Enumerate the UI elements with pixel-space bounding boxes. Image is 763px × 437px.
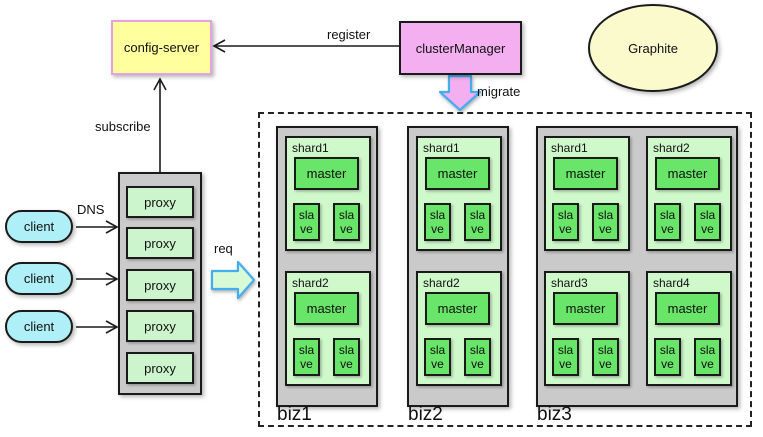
- cluster-region-dashed-border: [258, 112, 752, 427]
- shard-box: shard2 master sla ve sla ve: [646, 136, 732, 251]
- migrate-label: migrate: [477, 84, 521, 99]
- master-node: master: [553, 292, 618, 325]
- shard-title: shard2: [653, 141, 690, 155]
- dns-label: DNS: [77, 202, 105, 217]
- biz3-label: biz3: [537, 404, 572, 425]
- slave-node: sla ve: [654, 203, 681, 241]
- shard-title: shard3: [551, 276, 588, 290]
- client-node: client: [5, 262, 73, 295]
- register-label: register: [327, 27, 371, 42]
- master-node: master: [655, 292, 720, 325]
- req-label: req: [214, 241, 233, 256]
- slave-node: sla ve: [424, 338, 451, 376]
- client3-arrow: [76, 320, 119, 334]
- slave-node: sla ve: [293, 203, 320, 241]
- slave-node: sla ve: [552, 338, 579, 376]
- biz1-label: biz1: [277, 404, 312, 425]
- master-node: master: [425, 292, 490, 325]
- slave-node: sla ve: [694, 203, 721, 241]
- proxy-node: proxy: [126, 310, 194, 342]
- migrate-arrow: [438, 74, 482, 112]
- slave-node: sla ve: [592, 203, 619, 241]
- shard-box: shard3 master sla ve sla ve: [544, 271, 630, 386]
- register-arrow: [212, 39, 399, 53]
- slave-node: sla ve: [333, 338, 360, 376]
- slave-node: sla ve: [424, 203, 451, 241]
- dns-arrow: [76, 220, 119, 234]
- client-node: client: [5, 210, 73, 243]
- slave-node: sla ve: [552, 203, 579, 241]
- subscribe-label: subscribe: [95, 119, 151, 134]
- shard-box: shard1 master sla ve sla ve: [416, 136, 502, 251]
- proxy-node: proxy: [126, 186, 194, 218]
- shard-title: shard4: [653, 276, 690, 290]
- proxy-stack: proxy proxy proxy proxy proxy: [118, 172, 202, 395]
- master-node: master: [294, 292, 359, 325]
- shard-title: shard2: [423, 276, 460, 290]
- slave-node: sla ve: [654, 338, 681, 376]
- proxy-node: proxy: [126, 227, 194, 259]
- shard-box: shard1 master sla ve sla ve: [285, 136, 371, 251]
- master-node: master: [553, 157, 618, 190]
- config-server-node: config-server: [111, 20, 212, 75]
- slave-node: sla ve: [592, 338, 619, 376]
- proxy-node: proxy: [126, 269, 194, 301]
- slave-node: sla ve: [464, 203, 491, 241]
- slave-node: sla ve: [694, 338, 721, 376]
- shard-title: shard2: [292, 276, 329, 290]
- shard-title: shard1: [423, 141, 460, 155]
- master-node: master: [425, 157, 490, 190]
- req-arrow: [210, 260, 256, 300]
- client-node: client: [5, 310, 73, 343]
- shard-box: shard4 master sla ve sla ve: [646, 271, 732, 386]
- shard-box: shard2 master sla ve sla ve: [285, 271, 371, 386]
- cluster-manager-node: clusterManager: [399, 21, 522, 75]
- shard-box: shard1 master sla ve sla ve: [544, 136, 630, 251]
- master-node: master: [655, 157, 720, 190]
- shard-title: shard1: [292, 141, 329, 155]
- proxy-node: proxy: [126, 352, 194, 384]
- biz2-label: biz2: [408, 404, 443, 425]
- subscribe-arrow: [153, 77, 167, 172]
- shard-title: shard1: [551, 141, 588, 155]
- slave-node: sla ve: [333, 203, 360, 241]
- master-node: master: [294, 157, 359, 190]
- slave-node: sla ve: [464, 338, 491, 376]
- client2-arrow: [76, 272, 119, 286]
- graphite-node: Graphite: [588, 4, 718, 92]
- slave-node: sla ve: [293, 338, 320, 376]
- shard-box: shard2 master sla ve sla ve: [416, 271, 502, 386]
